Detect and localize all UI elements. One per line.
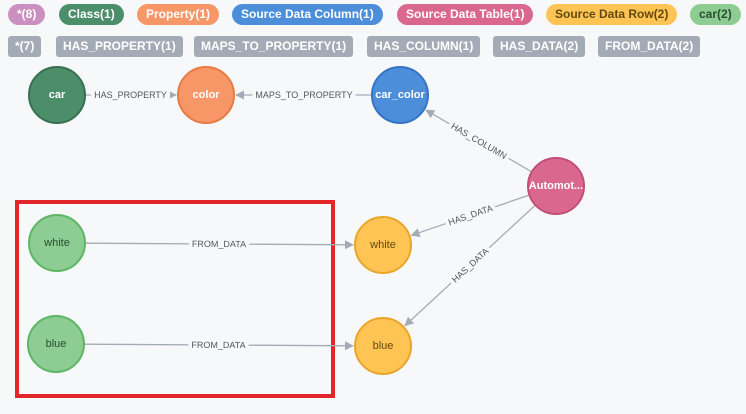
edge-label-background bbox=[447, 243, 494, 288]
node-row-blue[interactable]: blue bbox=[354, 317, 412, 375]
edge-label-background bbox=[91, 89, 170, 101]
edge-label-group: HAS_COLUMN bbox=[446, 118, 512, 164]
node-label: car bbox=[49, 89, 66, 101]
edges-layer: HAS_PROPERTY MAPS_TO_PROPERTY HAS_COLUMN HA… bbox=[83, 89, 536, 352]
node-circle[interactable] bbox=[28, 214, 86, 272]
edge-label: FROM_DATA bbox=[191, 340, 245, 350]
node-label: white bbox=[43, 237, 70, 249]
edge-label-background bbox=[443, 201, 498, 230]
legend-rel-has-data[interactable]: HAS_DATA(2) bbox=[493, 36, 586, 57]
edge-label-group: FROM_DATA bbox=[188, 338, 249, 352]
legend-node-source-data-table[interactable]: Source Data Table(1) bbox=[397, 4, 534, 25]
legend-node-all[interactable]: *(8) bbox=[8, 4, 46, 25]
node-label: Automot... bbox=[529, 180, 583, 192]
edge-label-background bbox=[188, 237, 250, 251]
node-circle[interactable] bbox=[177, 66, 235, 124]
edge-label: FROM_DATA bbox=[192, 239, 246, 249]
node-label: blue bbox=[46, 338, 67, 350]
legend-rel-maps-to-property[interactable]: MAPS_TO_PROPERTY(1) bbox=[194, 36, 354, 57]
edge-label-group: HAS_DATA bbox=[447, 243, 494, 288]
node-circle[interactable] bbox=[27, 315, 85, 373]
edge-label: MAPS_TO_PROPERTY bbox=[255, 90, 352, 100]
legend-rel-all[interactable]: *(7) bbox=[8, 36, 42, 57]
legend-rel-from-data[interactable]: FROM_DATA(2) bbox=[598, 36, 701, 57]
edge-label-group: MAPS_TO_PROPERTY bbox=[252, 89, 356, 101]
node-car-white[interactable]: white bbox=[28, 214, 86, 272]
node-label: white bbox=[369, 239, 396, 251]
node-label: color bbox=[193, 89, 221, 101]
edge-label-background bbox=[188, 338, 249, 352]
node-circle[interactable] bbox=[527, 157, 585, 215]
legend-rel-has-property[interactable]: HAS_PROPERTY(1) bbox=[56, 36, 183, 57]
edge-label-background bbox=[252, 89, 356, 101]
node-row-white[interactable]: white bbox=[354, 216, 412, 274]
node-circle[interactable] bbox=[354, 317, 412, 375]
highlight-box bbox=[15, 200, 335, 398]
legend-node-car[interactable]: car(2) bbox=[690, 4, 741, 25]
legend-rel-has-column[interactable]: HAS_COLUMN(1) bbox=[367, 36, 481, 57]
edge-label: HAS_COLUMN bbox=[449, 121, 508, 161]
legend-node-source-data-column[interactable]: Source Data Column(1) bbox=[232, 4, 383, 25]
legend-node-source-data-row[interactable]: Source Data Row(2) bbox=[546, 4, 678, 25]
node-label: blue bbox=[373, 340, 394, 352]
node-car-color[interactable]: car_color bbox=[371, 66, 429, 124]
edge-label-group: FROM_DATA bbox=[188, 237, 250, 251]
node-circle[interactable] bbox=[354, 216, 412, 274]
edge-label-group: HAS_PROPERTY bbox=[91, 89, 170, 101]
node-car-blue[interactable]: blue bbox=[27, 315, 85, 373]
edge-label-background bbox=[446, 118, 512, 164]
legend-node-property[interactable]: Property(1) bbox=[137, 4, 220, 25]
node-circle[interactable] bbox=[28, 66, 86, 124]
edge-label-group: HAS_DATA bbox=[443, 201, 498, 230]
node-automot[interactable]: Automot... bbox=[527, 157, 585, 215]
node-color[interactable]: color bbox=[177, 66, 235, 124]
node-label: car_color bbox=[375, 89, 425, 101]
edge-label: HAS_DATA bbox=[450, 246, 491, 285]
edge-label: HAS_PROPERTY bbox=[94, 90, 167, 100]
node-car[interactable]: car bbox=[28, 66, 86, 124]
legend-node-class[interactable]: Class(1) bbox=[59, 4, 124, 25]
node-circle[interactable] bbox=[371, 66, 429, 124]
